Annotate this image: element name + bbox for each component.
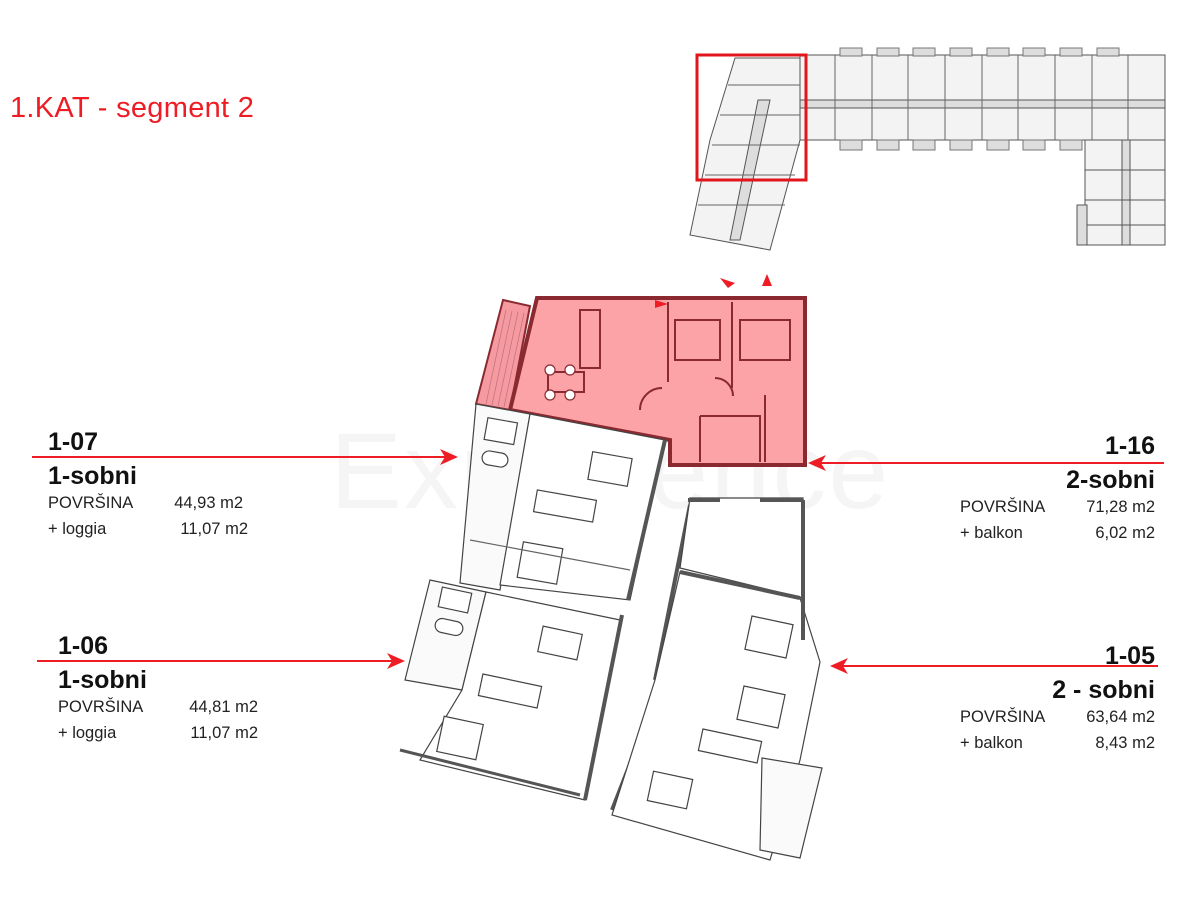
extra-label: + loggia <box>48 520 107 538</box>
leader-line-1-05 <box>840 665 1158 667</box>
unit-1-16-highlight <box>474 296 807 467</box>
area-value: 63,64 m2 <box>1086 708 1155 726</box>
area-label: POVRŠINA <box>960 708 1046 726</box>
unit-label-1-05: 1-05 2 - sobni POVRŠINA 63,64 m2 + balkon… <box>960 642 1155 756</box>
key-plan <box>689 47 1166 251</box>
leader-line-1-06 <box>37 660 395 662</box>
unit-label-1-07: 1-07 1-sobni POVRŠINA 44,93 m2 + loggia 11… <box>48 428 248 542</box>
extra-label: + balkon <box>960 734 1023 752</box>
leader-line-1-16 <box>818 462 1164 464</box>
extra-value: 8,43 m2 <box>1095 734 1155 752</box>
unit-id: 1-07 <box>48 428 99 456</box>
selected-segment-box <box>695 53 808 182</box>
extra-value: 6,02 m2 <box>1095 524 1155 542</box>
unit-type: 1-sobni <box>58 666 147 694</box>
unit-type: 2 - sobni <box>1052 676 1155 704</box>
unit-id: 1-05 <box>1104 642 1155 670</box>
area-value: 71,28 m2 <box>1086 498 1155 516</box>
arrow-head-icon <box>808 455 826 471</box>
arrow-head-icon <box>830 658 848 674</box>
unit-1-05 <box>611 497 823 861</box>
unit-type: 1-sobni <box>48 462 137 490</box>
leader-line-1-07 <box>32 456 452 458</box>
unit-type: 2-sobni <box>1066 466 1155 494</box>
area-label: POVRŠINA <box>58 698 144 716</box>
unit-1-07 <box>459 403 666 601</box>
page-title: 1.KAT - segment 2 <box>10 92 255 124</box>
extra-label: + balkon <box>960 524 1023 542</box>
unit-label-1-06: 1-06 1-sobni POVRŠINA 44,81 m2 + loggia 11… <box>58 632 258 746</box>
area-value: 44,93 m2 <box>174 494 243 512</box>
main-plan <box>399 274 823 861</box>
unit-id: 1-06 <box>58 632 109 660</box>
area-label: POVRŠINA <box>960 498 1046 516</box>
extra-value: 11,07 m2 <box>180 520 248 538</box>
arrow-head-icon <box>440 449 458 465</box>
unit-id: 1-16 <box>1104 432 1155 460</box>
unit-label-1-16: 1-16 2-sobni POVRŠINA 71,28 m2 + balkon 6,… <box>960 432 1155 546</box>
unit-1-06 <box>399 579 621 801</box>
area-value: 44,81 m2 <box>189 698 258 716</box>
extra-label: + loggia <box>58 724 117 742</box>
orientation-markers <box>655 274 772 308</box>
arrow-head-icon <box>387 653 405 669</box>
extra-value: 11,07 m2 <box>190 724 258 742</box>
area-label: POVRŠINA <box>48 494 134 512</box>
